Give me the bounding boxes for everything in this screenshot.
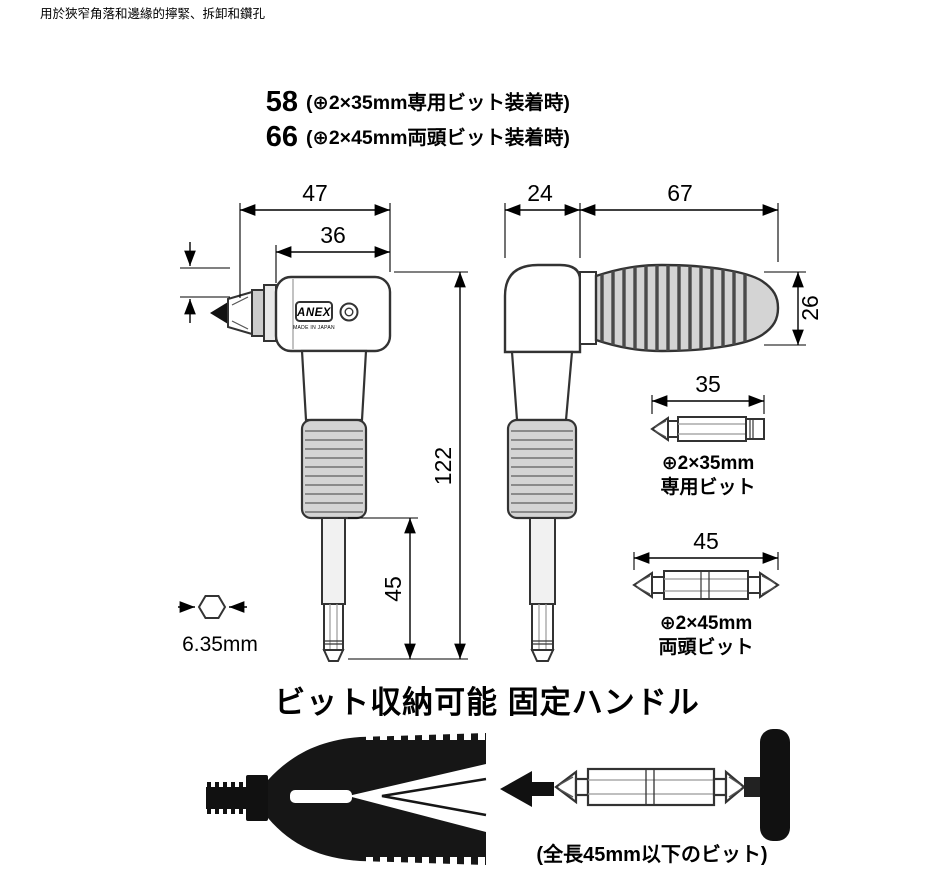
bit-35-drawing: [650, 416, 765, 442]
side-grip-ribs: [511, 430, 573, 513]
hex-size-label: 6.35mm: [182, 633, 258, 656]
bit-cavity: [348, 764, 486, 832]
phillips-tip-icon: [210, 302, 228, 324]
spec-lines: 58 (⊕2×35mm専用ビット装着時) 66 (⊕2×45mm両頭ビット装着時…: [266, 86, 570, 153]
front-grip-ribs: [305, 430, 363, 513]
front-shaft: [321, 517, 346, 605]
side-view-drawing: [503, 263, 780, 662]
side-handle-ribs: [600, 265, 747, 351]
spec-58-desc: (⊕2×35mm専用ビット装着時): [306, 91, 570, 114]
spec-66-desc: (⊕2×45mm両頭ビット装着時): [306, 126, 570, 149]
dim-45-shaft-label: 45: [380, 576, 406, 602]
dim-67-label: 67: [667, 180, 693, 206]
anex-logo-box: [295, 301, 333, 322]
dim-122-label: 122: [430, 447, 456, 485]
side-shaft: [529, 517, 556, 605]
feature-heading: ビット収納可能 固定ハンドル: [274, 685, 700, 720]
handle-serrations: [366, 731, 485, 866]
bit35-type-label: 専用ビット: [660, 476, 755, 498]
front-dimensions: 47 36 122 45 6.35mm: [178, 180, 468, 660]
hexagon-icon: [197, 595, 227, 619]
tip-height-dimension: [180, 242, 230, 323]
dim-26-label: 26: [797, 295, 823, 321]
insert-arrow-icon: [500, 771, 554, 807]
front-hex-shank: [323, 603, 344, 651]
dim-24-label: 24: [527, 180, 553, 206]
bit35-dim-label: 35: [695, 371, 721, 397]
bit-45-insert-drawing: [554, 767, 746, 807]
bit-length-note: (全長45mm以下のビット): [536, 842, 767, 866]
top-note: 用於狹窄角落和邊緣的擰緊、拆卸和鑽孔: [40, 6, 266, 21]
bit45-dim-label: 45: [693, 528, 719, 554]
handle-cross-section: [206, 731, 487, 866]
spec-58-value: 58: [266, 86, 298, 118]
dim-47-label: 47: [302, 180, 328, 206]
bit45-spec-label: ⊕2×45mm: [660, 613, 753, 634]
dim-36-label: 36: [320, 222, 346, 248]
side-dimensions: 24 67 26: [504, 180, 823, 346]
screw-hole-icon: [339, 302, 359, 322]
hex-size-callout: 6.35mm: [178, 595, 258, 656]
anex-logo-text: ANEX: [296, 307, 332, 319]
bit35-spec-label: ⊕2×35mm: [662, 453, 755, 474]
bit45-type-label: 両頭ビット: [658, 636, 753, 658]
bit-45-dimension: 45: [633, 528, 779, 570]
spec-66-value: 66: [266, 121, 298, 153]
tool-head-side: [503, 263, 582, 354]
made-in-japan-text: MADE IN JAPAN: [293, 325, 335, 331]
end-cap-drawing: [744, 729, 790, 841]
side-hex-shank: [531, 603, 554, 651]
bit-45-drawing: [632, 570, 780, 600]
bit-35-dimension: 35: [651, 371, 765, 414]
front-view-drawing: ANEX MADE IN JAPAN: [210, 275, 392, 662]
